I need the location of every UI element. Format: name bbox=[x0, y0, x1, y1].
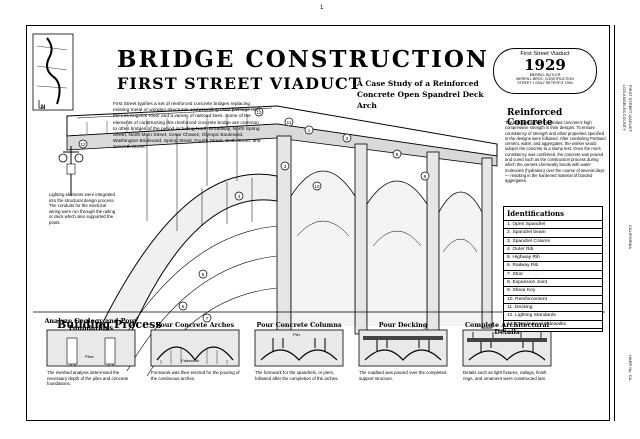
step-3-title: Pour Concrete Columns bbox=[256, 321, 342, 329]
date-badge: First Street Viaduct 1929 MERRILL BUTLER… bbox=[493, 48, 597, 94]
title-block-haer: HAER No. CA- bbox=[628, 355, 633, 382]
intro-paragraph: First Street typifies a set of reinforce… bbox=[113, 102, 261, 151]
lighting-note: Lighting elements were integrated into t… bbox=[49, 192, 116, 225]
location-map: N bbox=[32, 33, 74, 111]
callout-9: 9 bbox=[424, 174, 427, 179]
callout-1: 1 bbox=[308, 128, 311, 133]
step-3-caption: The formwork for the spandrels, or piers… bbox=[255, 370, 339, 381]
reinforced-concrete-body: The bridge engineers exploited concrete'… bbox=[505, 120, 606, 184]
title-block: FIRST STREET VIADUCT LOS ANGELES COUNTY … bbox=[614, 25, 636, 421]
callout-markers: 1 2 3 4 5 6 7 8 9 10 11 bbox=[78, 107, 430, 323]
bridge-illustration: N bbox=[32, 33, 605, 377]
badge-title: First Street Viaduct bbox=[520, 51, 570, 57]
process-diagrams: Piles Falsework Pier bbox=[33, 311, 605, 367]
callout-3: 3 bbox=[284, 164, 287, 169]
step-2-title: Pour Concrete Arches bbox=[155, 321, 235, 329]
step-1-caption: The riverbed analysis determined the nec… bbox=[47, 370, 129, 387]
legend-item: 9. Shear Key bbox=[504, 287, 602, 296]
page-number: 1 bbox=[320, 5, 324, 11]
callout-8: 8 bbox=[396, 152, 399, 157]
legend-item: 7. Strut bbox=[504, 271, 602, 280]
legend-item: 4. Outer Rib bbox=[504, 246, 602, 255]
case-study-text: A Case Study of a Reinforced Concrete Op… bbox=[357, 79, 484, 110]
badge-engineer: MERRILL BUTLER bbox=[529, 73, 561, 77]
callout-5: 5 bbox=[202, 272, 205, 277]
callout-4: 4 bbox=[238, 194, 241, 199]
step-4-title: Pour Decking bbox=[378, 321, 428, 329]
callout-13: 13 bbox=[256, 110, 262, 115]
step-3-label: Pier bbox=[293, 332, 301, 337]
callout-11: 11 bbox=[287, 120, 292, 125]
callout-7: 7 bbox=[206, 316, 209, 321]
identifications-heading: Identifications bbox=[504, 207, 602, 221]
badge-builder: MERRILL BROS. CONSTRUCTION bbox=[516, 77, 574, 82]
step-5-caption: Details such as light fixtures, railings… bbox=[463, 370, 547, 381]
badge-year: 1929 bbox=[524, 56, 566, 74]
title-block-county: LOS ANGELES COUNTY bbox=[622, 85, 627, 131]
svg-text:N: N bbox=[41, 105, 45, 111]
step-5-title: Complete Architectural Details bbox=[464, 321, 550, 336]
legend-item: 2. Spandrel beam bbox=[504, 229, 602, 238]
legend-item: 3. Spandrel Column bbox=[504, 238, 602, 246]
callout-10: 10 bbox=[314, 184, 320, 189]
building-process-heading: Building Process bbox=[57, 318, 162, 331]
badge-retrofit: STREET 1 ONLY RETROFIT 1994 bbox=[517, 81, 573, 86]
step-2-caption: Formwork was then erected for the pourin… bbox=[151, 370, 240, 381]
callout-6: 6 bbox=[182, 304, 185, 309]
step-1-label: Piles bbox=[85, 354, 94, 359]
title-block-state: CALIFORNIA bbox=[628, 225, 633, 250]
legend-item: 11. Decking bbox=[504, 304, 602, 313]
identifications-legend: Identifications 1. Open Spandrel 2. Span… bbox=[503, 206, 603, 332]
step-4-caption: The roadbed was poured over the complete… bbox=[359, 370, 447, 381]
legend-item: 8. Expansion Joint bbox=[504, 279, 602, 288]
callout-12: 12 bbox=[80, 142, 86, 147]
legend-item: 5. Highway Rib bbox=[504, 254, 602, 263]
legend-item: 12. Lighting Standards bbox=[504, 312, 602, 321]
drawing-sheet: 1 N bbox=[4, 3, 636, 435]
step-1-title: Analyze Geology and Pour Foundations bbox=[44, 317, 138, 332]
legend-item: 10. Reinforcement bbox=[504, 296, 602, 304]
legend-item: 13. Cantilevered Sidewalks bbox=[504, 321, 602, 329]
callout-2: 2 bbox=[346, 136, 349, 141]
sheet-subtitle: FIRST STREET VIADUCT bbox=[117, 74, 362, 93]
legend-item: 6. Railway Rib bbox=[504, 262, 602, 271]
step-2-label: Falsework bbox=[181, 358, 199, 363]
legend-item: 1. Open Spandrel bbox=[504, 221, 602, 230]
reinforced-concrete-heading: Reinforced Concrete bbox=[507, 108, 563, 128]
title-block-name: FIRST STREET VIADUCT bbox=[628, 85, 633, 132]
drawing-frame: N bbox=[26, 25, 610, 421]
sheet-title: BRIDGE CONSTRUCTION bbox=[117, 46, 489, 73]
